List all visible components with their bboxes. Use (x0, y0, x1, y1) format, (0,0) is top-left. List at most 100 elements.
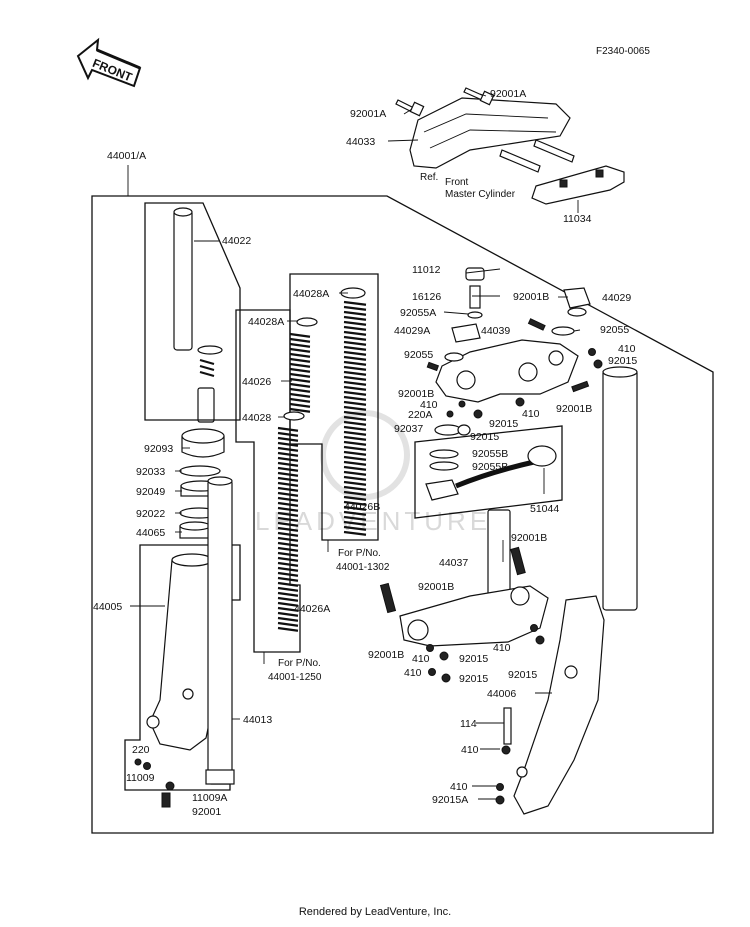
oil-seal-92093 (181, 428, 225, 458)
callout-92055B-1: 92055B (472, 448, 508, 460)
callout-220: 220 (132, 744, 150, 756)
nut-92015-a (473, 409, 483, 419)
callout-16126: 16126 (412, 291, 441, 303)
callout-92001B-c: 92001B (556, 403, 592, 415)
nut-410-b (515, 397, 525, 407)
callout-11012: 11012 (412, 264, 441, 276)
callout-114: 114 (460, 718, 477, 730)
callout-92015-b: 92015 (470, 431, 499, 443)
callout-44028A-left: 44028A (248, 316, 284, 328)
callout-92001B-f: 92001B (368, 649, 404, 661)
callout-92055-right: 92055 (600, 324, 629, 336)
callout-410-a: 410 (420, 399, 438, 411)
callout-220A: 220A (408, 409, 433, 421)
clamp-11034 (499, 139, 625, 205)
spring-44026A (277, 426, 299, 632)
cap-11012 (465, 267, 485, 281)
drain-screw-220 (134, 758, 142, 766)
callout-410-e: 410 (404, 667, 422, 679)
note-pno-1302-a: For P/No. (338, 548, 381, 559)
washer-92055-right (551, 326, 575, 336)
callout-92015-f: 92015 (508, 669, 537, 681)
cap-bolt-44029 (563, 287, 591, 317)
diagram-code: F2340-0065 (596, 46, 650, 57)
callout-92037: 92037 (394, 423, 423, 435)
callout-410-h: 410 (450, 781, 468, 793)
callout-44039: 44039 (481, 325, 510, 337)
nut-410-d (426, 644, 434, 652)
fork-tube-right (602, 366, 638, 611)
spring-44026 (289, 332, 311, 413)
callout-11034: 11034 (563, 213, 592, 225)
bolt-92001B-e (379, 582, 397, 614)
callout-44037: 44037 (439, 557, 468, 569)
bolt-16126 (469, 285, 481, 309)
washer-220A (446, 410, 454, 418)
callout-410-g: 410 (461, 744, 479, 756)
callout-92001B-e: 92001B (418, 581, 454, 593)
nut-410-g (501, 745, 511, 755)
ring-92033 (179, 465, 221, 477)
nut-410-c (588, 348, 596, 356)
fork-outer-tube-44006 (513, 595, 605, 815)
callout-410-c: 410 (618, 343, 636, 355)
callout-92015-d: 92015 (459, 653, 488, 665)
spring-44026B (343, 300, 367, 536)
fork-outer-tube-44005 (146, 553, 215, 751)
callout-92049: 92049 (136, 486, 165, 498)
gasket-11009A (165, 781, 175, 791)
nut-92015-e (441, 673, 451, 683)
callout-44033: 44033 (346, 136, 375, 148)
bolt-92001B-a (426, 361, 440, 372)
callout-92015-c: 92015 (608, 355, 637, 367)
group-box-51044 (414, 425, 563, 519)
ref-note-2: Front (445, 177, 469, 188)
note-pno-1302-b: 44001-1302 (336, 562, 390, 573)
fork-damper-rod-44022 (173, 207, 223, 423)
nut-410-h (496, 783, 504, 791)
front-arrow-icon: FRONT (76, 37, 142, 88)
nut-92015-f (535, 635, 545, 645)
bolt-92001B-d (510, 546, 526, 576)
callout-44029A: 44029A (394, 325, 430, 337)
seat-44028 (283, 411, 305, 421)
nut-410-e (428, 668, 436, 676)
note-pno-1250-b: 44001-1250 (268, 672, 322, 683)
callout-92055A: 92055A (400, 307, 436, 319)
bushing-44065 (179, 521, 211, 539)
washer-92055A (467, 311, 483, 319)
callout-44026: 44026 (242, 376, 271, 388)
leader-lines (130, 93, 581, 800)
ref-note-3: Master Cylinder (445, 189, 516, 200)
group-box-44022 (144, 202, 241, 421)
washer-92055B-2 (429, 461, 459, 471)
callout-92001A-right: 92001A (490, 88, 526, 100)
callout-51044: 51044 (530, 503, 559, 515)
inner-tube-44013 (205, 476, 235, 785)
callout-92001A-left: 92001A (350, 108, 386, 120)
callout-44028: 44028 (242, 412, 271, 424)
collar-92037 (434, 424, 462, 436)
callout-92015-a: 92015 (489, 418, 518, 430)
callout-44028A-right: 44028A (293, 288, 329, 300)
callout-92055B-2: 92055B (472, 461, 508, 473)
washer-92055-left (444, 352, 464, 362)
caliper-guard-44033 (409, 97, 571, 169)
bolt-92001B-c (571, 380, 590, 393)
nut-410-a (458, 400, 466, 408)
callout-11009: 11009 (126, 772, 155, 784)
callout-92001B-d: 92001B (511, 532, 547, 544)
callout-44026B: 44026B (344, 501, 380, 513)
note-pno-1250-a: For P/No. (278, 658, 321, 669)
callout-92001: 92001 (192, 806, 221, 818)
callout-92001B-a: 92001B (398, 388, 434, 400)
nut-410-f (530, 624, 538, 632)
callout-92001B-top: 92001B (513, 291, 549, 303)
nut-44029A (451, 323, 481, 343)
steering-stem-44037 (399, 509, 549, 647)
callout-92055-left: 92055 (404, 349, 433, 361)
callout-92015-e: 92015 (459, 673, 488, 685)
callout-92033: 92033 (136, 466, 165, 478)
seat-44028A-left (296, 317, 318, 327)
